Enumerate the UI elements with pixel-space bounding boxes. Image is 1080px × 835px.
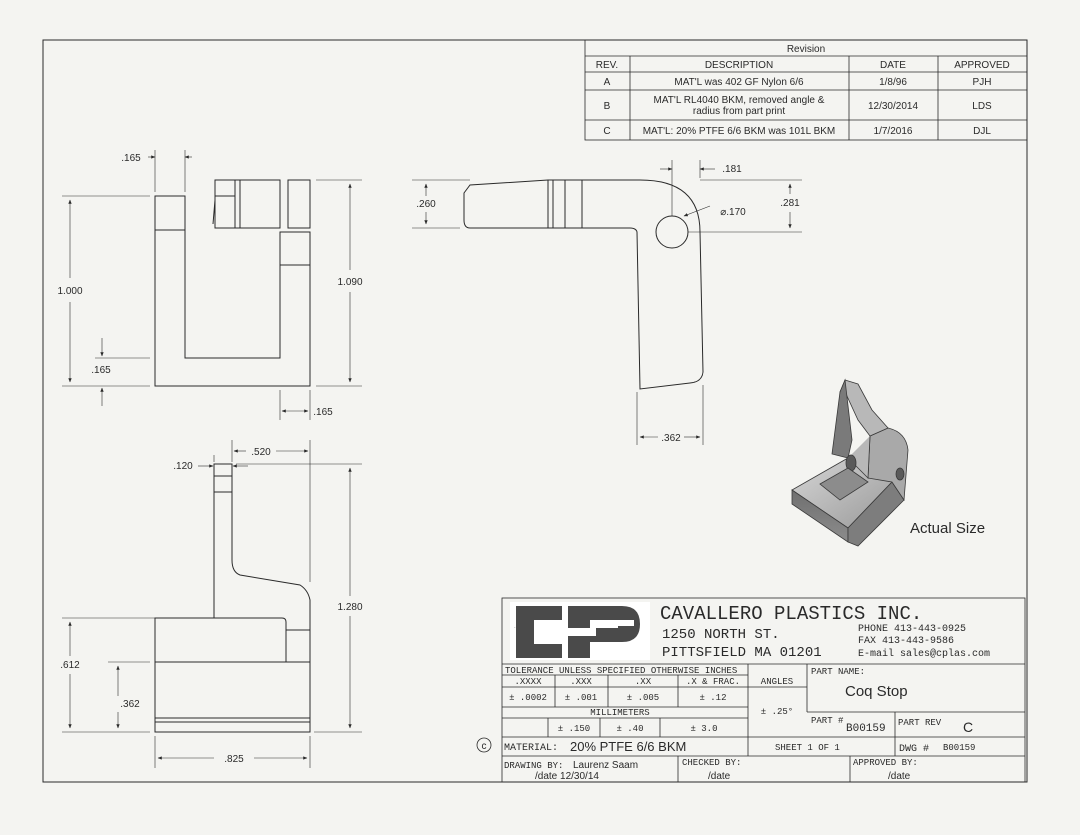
- dim-side-diameter: ⌀.170: [720, 207, 746, 218]
- revision-row-approved: LDS: [972, 101, 992, 112]
- side-view: [463, 179, 704, 390]
- iso-caption: Actual Size: [910, 520, 985, 537]
- part-name: Coq Stop: [845, 683, 908, 700]
- dim-bottom-825: .825: [224, 754, 244, 765]
- approved-by-label: APPROVED BY:: [853, 758, 918, 768]
- material-value: 20% PTFE 6/6 BKM: [570, 739, 686, 754]
- bottom-view: [154, 463, 311, 733]
- tolerance-header: .XXX: [570, 677, 592, 687]
- dim-front-left-1000: 1.000: [57, 286, 82, 297]
- revision-row-desc: MAT'L was 402 GF Nylon 6/6: [674, 77, 804, 88]
- company-phone: PHONE 413-443-0925: [858, 624, 966, 635]
- revision-header-rev: REV.: [596, 60, 618, 71]
- tolerance-title: TOLERANCE UNLESS SPECIFIED OTHERWISE INC…: [505, 666, 737, 676]
- tolerance-header: .X & FRAC.: [686, 677, 740, 687]
- mm-value: ± .40: [616, 724, 643, 734]
- dim-bottom-520: .520: [251, 447, 271, 458]
- dwg-number: B00159: [943, 743, 975, 753]
- copyright-symbol: c: [482, 741, 487, 752]
- company-name: CAVALLERO PLASTICS INC.: [660, 603, 922, 625]
- dwg-label: DWG #: [899, 744, 929, 755]
- part-number: B00159: [846, 723, 886, 735]
- revision-row-desc: MAT'L: 20% PTFE 6/6 BKM was 101L BKM: [643, 126, 836, 137]
- dim-side-181: .181: [722, 164, 742, 175]
- angles-value: ± .25°: [761, 707, 793, 717]
- mm-value: ± .150: [558, 724, 590, 734]
- company-fax: FAX 413-443-9586: [858, 636, 954, 647]
- part-name-label: PART NAME:: [811, 667, 865, 677]
- tolerance-value: ± .005: [627, 693, 659, 703]
- dim-side-260: .260: [416, 199, 436, 210]
- tolerance-header: .XXXX: [514, 677, 542, 687]
- isometric-view: [791, 378, 909, 547]
- checked-by-label: CHECKED BY:: [682, 758, 741, 768]
- checked-date: /date: [708, 771, 731, 782]
- dim-bottom-612: .612: [60, 660, 80, 671]
- approved-date: /date: [888, 771, 911, 782]
- company-logo: CP: [510, 602, 650, 660]
- tolerance-value: ± .12: [699, 693, 726, 703]
- dim-side-281: .281: [780, 198, 800, 209]
- revision-row-rev: A: [604, 77, 611, 88]
- sheet-count: SHEET 1 OF 1: [775, 743, 840, 753]
- part-number-label: PART #: [811, 716, 844, 726]
- drawing-by: Laurenz Saam: [573, 760, 638, 771]
- revision-header-approved: APPROVED: [954, 60, 1010, 71]
- dim-front-bottom-165: .165: [313, 407, 333, 418]
- front-view-dimensions: [62, 150, 362, 420]
- drawing-date: /date 12/30/14: [535, 771, 599, 782]
- company-address-1: 1250 NORTH ST.: [662, 627, 780, 643]
- drawing-by-label: DRAWING BY:: [504, 761, 563, 771]
- revision-row-approved: PJH: [973, 77, 992, 88]
- side-view-dimensions: [412, 160, 802, 445]
- company-email: E-mail sales@cplas.com: [858, 648, 990, 660]
- dim-side-362: .362: [661, 433, 681, 444]
- dim-front-right-1090: 1.090: [337, 277, 362, 288]
- copyright-icon: [476, 737, 492, 753]
- logo-text: CP: [514, 627, 516, 629]
- dim-bottom-120: .120: [173, 461, 193, 472]
- dim-front-top-165: .165: [121, 153, 141, 164]
- angles-label: ANGLES: [761, 677, 793, 687]
- tolerance-value: ± .001: [565, 693, 597, 703]
- material-label: MATERIAL:: [504, 743, 558, 754]
- revision-row-date: 12/30/2014: [868, 101, 918, 112]
- revision-title: Revision: [787, 44, 825, 55]
- dim-bottom-362: .362: [120, 699, 140, 710]
- revision-row-date: 1/8/96: [879, 77, 907, 88]
- revision-row-approved: DJL: [973, 126, 991, 137]
- title-block: [501, 597, 1026, 783]
- bottom-view-dimensions: [62, 440, 362, 768]
- revision-header-date: DATE: [880, 60, 906, 71]
- revision-row-date: 1/7/2016: [874, 126, 913, 137]
- revision-row-desc: MAT'L RL4040 BKM, removed angle &: [654, 95, 825, 106]
- revision-row-rev: B: [604, 101, 611, 112]
- mm-value: ± 3.0: [690, 724, 717, 734]
- dim-bottom-1280: 1.280: [337, 602, 362, 613]
- dim-front-left-165: .165: [91, 365, 111, 376]
- tolerance-value: ± .0002: [509, 693, 547, 703]
- front-view: [154, 179, 311, 387]
- revision-row-desc-2: radius from part print: [693, 106, 785, 117]
- company-address-2: PITTSFIELD MA 01201: [662, 645, 822, 661]
- revision-row-rev: C: [603, 126, 610, 137]
- part-rev-label: PART REV: [898, 718, 942, 728]
- revision-table: [584, 39, 1028, 141]
- millimeters-label: MILLIMETERS: [590, 708, 649, 718]
- revision-header-description: DESCRIPTION: [705, 60, 773, 71]
- tolerance-header: .XX: [635, 677, 652, 687]
- part-rev: C: [963, 719, 973, 735]
